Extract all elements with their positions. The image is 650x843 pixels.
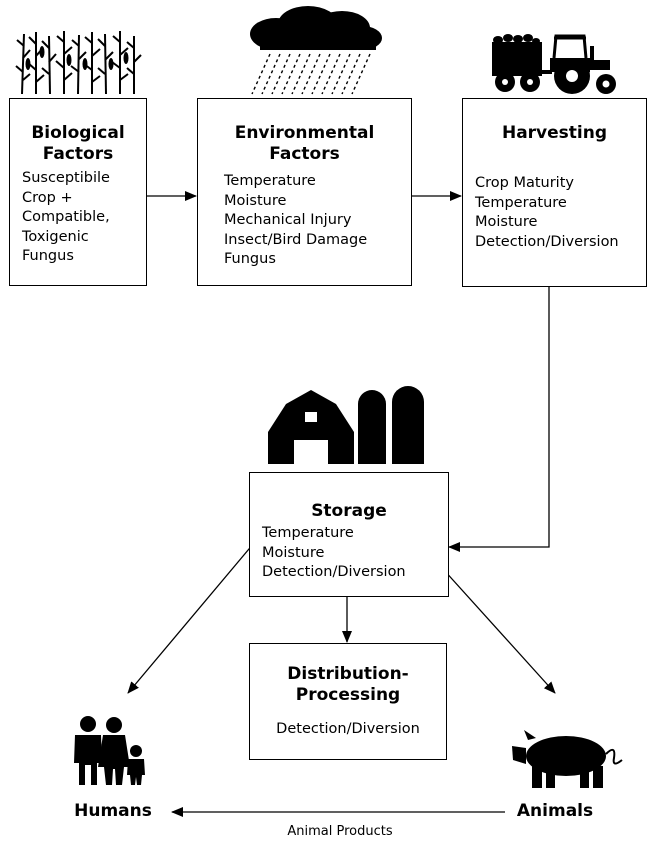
environmental-factors-box: Environmental Factors Temperature Moistu…: [197, 98, 412, 286]
list-item: Fungus: [22, 248, 74, 264]
list-item: Compatible,: [22, 209, 110, 225]
rain-cloud-icon: [250, 6, 382, 95]
arrow-storage-to-humans: [127, 542, 255, 694]
tractor-wagon-icon: [492, 34, 616, 94]
list-item: Detection/Diversion: [262, 564, 406, 580]
list-item: Temperature: [262, 525, 354, 541]
storage-title: Storage: [311, 501, 387, 521]
harvesting-title: Harvesting: [501, 123, 608, 143]
list-item: Toxigenic: [22, 228, 89, 245]
list-item: Insect/Bird Damage: [224, 231, 368, 248]
distribution-processing-title: Distribution- Processing: [287, 664, 409, 705]
distribution-processing-list: Detection/Diversion: [250, 720, 446, 740]
list-item: Temperature: [475, 194, 567, 211]
list-item: Moisture: [262, 544, 325, 561]
humans-label: Humans: [74, 801, 152, 821]
storage-box: Storage Temperature Moisture Detection/D…: [249, 472, 449, 597]
harvesting-list: Crop Maturity Temperature Moisture Detec…: [475, 174, 646, 252]
list-item: Detection/Diversion: [276, 721, 420, 737]
list-item: Temperature: [224, 173, 316, 189]
list-item: Fungus: [224, 251, 276, 267]
harvesting-box: Harvesting Crop Maturity Temperature Moi…: [462, 98, 647, 287]
list-item: Moisture: [475, 214, 538, 230]
list-item: Moisture: [224, 192, 287, 209]
barn-silos-icon: [268, 386, 424, 464]
family-icon: [74, 716, 145, 785]
environmental-factors-title: Environmental Factors: [234, 123, 375, 164]
biological-factors-list: Susceptibile Crop + Compatible, Toxigeni…: [22, 169, 146, 267]
arrow-storage-to-animals: [442, 568, 556, 694]
list-item: Mechanical Injury: [224, 212, 352, 228]
list-item: Susceptibile: [22, 170, 110, 186]
biological-factors-box: Biological Factors Susceptibile Crop + C…: [9, 98, 147, 286]
biological-factors-title: Biological Factors: [31, 123, 125, 164]
pig-icon: [512, 730, 623, 788]
arrow-harvesting-to-storage: [448, 287, 550, 552]
storage-list: Temperature Moisture Detection/Diversion: [262, 524, 448, 583]
environmental-factors-list: Temperature Moisture Mechanical Injury I…: [224, 172, 411, 270]
list-item: Crop Maturity: [475, 175, 574, 191]
animal-products-label: Animal Products: [287, 824, 393, 839]
corn-crop-icon: [15, 31, 142, 95]
list-item: Crop +: [22, 189, 73, 206]
distribution-processing-box: Distribution- Processing Detection/Diver…: [249, 643, 447, 760]
animals-label: Animals: [516, 801, 594, 821]
list-item: Detection/Diversion: [475, 233, 619, 250]
